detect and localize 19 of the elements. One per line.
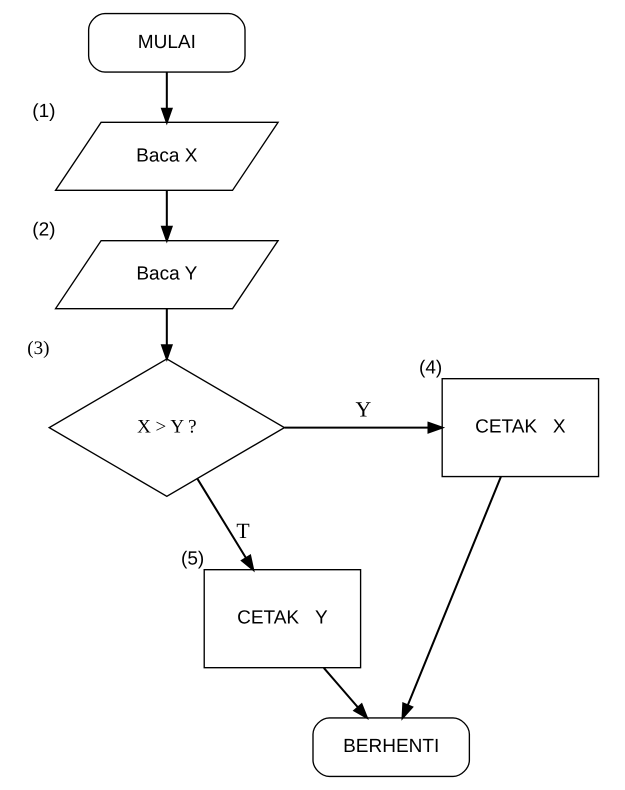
arrow bbox=[322, 667, 368, 720]
node-box: CETAK X bbox=[441, 378, 599, 478]
node-box: BERHENTI bbox=[312, 717, 470, 778]
arrow bbox=[284, 421, 445, 434]
arrow bbox=[160, 309, 173, 362]
node-label: (4) bbox=[418, 358, 442, 379]
node-box: MULAI bbox=[87, 12, 246, 73]
arrow bbox=[160, 190, 173, 244]
edge-label: T bbox=[236, 519, 250, 544]
node-box: CETAK Y bbox=[203, 569, 361, 668]
node-label: (1) bbox=[32, 101, 56, 122]
arrow bbox=[160, 72, 173, 126]
node-label: (2) bbox=[32, 219, 56, 240]
arrow bbox=[196, 478, 254, 572]
node-label: (5) bbox=[180, 548, 204, 570]
node-label: (3) bbox=[26, 338, 49, 359]
node-diamond: X > Y ? bbox=[47, 358, 286, 498]
arrow bbox=[400, 476, 502, 721]
edge-label: Y bbox=[354, 397, 371, 422]
